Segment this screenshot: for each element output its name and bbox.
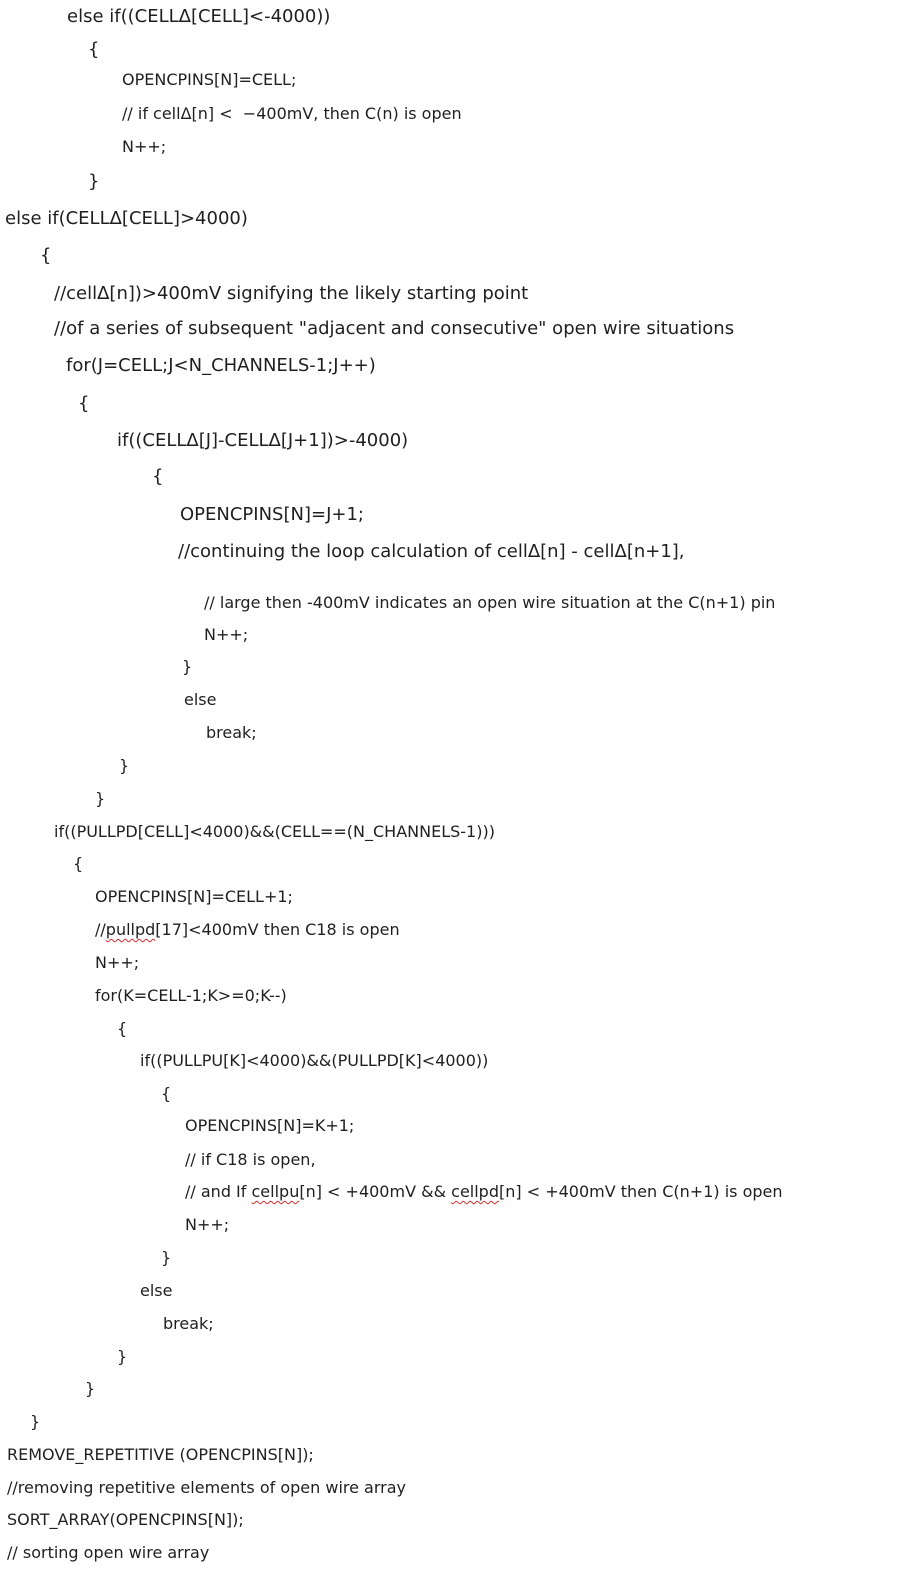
code-line: } bbox=[117, 1347, 128, 1366]
code-text: // and If bbox=[185, 1182, 252, 1201]
code-line: } bbox=[119, 756, 130, 775]
code-line: N++; bbox=[204, 625, 249, 644]
code-line: //of a series of subsequent "adjacent an… bbox=[54, 318, 735, 339]
code-line: { bbox=[40, 245, 52, 266]
code-line: N++; bbox=[95, 953, 140, 972]
code-line: } bbox=[95, 789, 106, 808]
code-line: { bbox=[73, 854, 84, 873]
code-line: } bbox=[88, 171, 100, 192]
code-line: N++; bbox=[122, 137, 167, 156]
code-line: { bbox=[78, 393, 90, 414]
code-line: //cellΔ[n])>400mV signifying the likely … bbox=[54, 283, 529, 304]
code-line: //continuing the loop calculation of cel… bbox=[178, 541, 685, 562]
misspelled-word: cellpu bbox=[251, 1182, 300, 1201]
code-line: } bbox=[85, 1379, 96, 1398]
code-line: } bbox=[161, 1248, 172, 1267]
code-line: else if(CELLΔ[CELL]>4000) bbox=[5, 208, 248, 229]
code-line: { bbox=[161, 1084, 172, 1103]
code-line: if((PULLPU[K]<4000)&&(PULLPD[K]<4000)) bbox=[140, 1051, 489, 1070]
code-line: OPENCPINS[N]=CELL; bbox=[122, 70, 297, 89]
code-line: N++; bbox=[185, 1215, 230, 1234]
code-line: else if((CELLΔ[CELL]<-4000)) bbox=[67, 6, 331, 27]
code-text: [17]<400mV then C18 is open bbox=[155, 920, 400, 939]
code-text: // bbox=[95, 920, 106, 939]
code-line: for(J=CELL;J<N_CHANNELS-1;J++) bbox=[66, 355, 376, 376]
code-line: //pullpd[17]<400mV then C18 is open bbox=[95, 922, 400, 938]
code-line: OPENCPINS[N]=J+1; bbox=[180, 504, 364, 525]
code-line: OPENCPINS[N]=CELL+1; bbox=[95, 887, 293, 906]
code-line: SORT_ARRAY(OPENCPINS[N]); bbox=[7, 1510, 244, 1529]
code-line: break; bbox=[163, 1314, 214, 1333]
code-line: } bbox=[182, 657, 193, 676]
code-line: { bbox=[152, 466, 164, 487]
code-line: OPENCPINS[N]=K+1; bbox=[185, 1116, 355, 1135]
code-line: // sorting open wire array bbox=[7, 1543, 210, 1562]
code-line: { bbox=[88, 39, 100, 60]
code-line: if((PULLPD[CELL]<4000)&&(CELL==(N_CHANNE… bbox=[54, 822, 495, 841]
code-line: { bbox=[117, 1019, 128, 1038]
code-line: // and If cellpu[n] < +400mV && cellpd[n… bbox=[185, 1184, 783, 1200]
code-line: // large then -400mV indicates an open w… bbox=[204, 593, 776, 612]
code-line: } bbox=[30, 1412, 41, 1431]
code-line: // if C18 is open, bbox=[185, 1150, 316, 1169]
code-line: else bbox=[140, 1281, 173, 1300]
code-line: REMOVE_REPETITIVE (OPENCPINS[N]); bbox=[7, 1445, 314, 1464]
code-line: else bbox=[184, 690, 217, 709]
code-line: //removing repetitive elements of open w… bbox=[7, 1478, 406, 1497]
misspelled-word: pullpd bbox=[105, 920, 156, 939]
code-line: for(K=CELL-1;K>=0;K--) bbox=[95, 986, 287, 1005]
code-text: [n] < +400mV && bbox=[299, 1182, 452, 1201]
code-text: [n] < +400mV then C(n+1) is open bbox=[498, 1182, 783, 1201]
code-line: break; bbox=[206, 723, 257, 742]
code-line: if((CELLΔ[J]-CELLΔ[J+1])>-4000) bbox=[117, 430, 409, 451]
code-line: // if cellΔ[n] < −400mV, then C(n) is op… bbox=[122, 104, 462, 123]
misspelled-word: cellpd bbox=[451, 1182, 499, 1201]
